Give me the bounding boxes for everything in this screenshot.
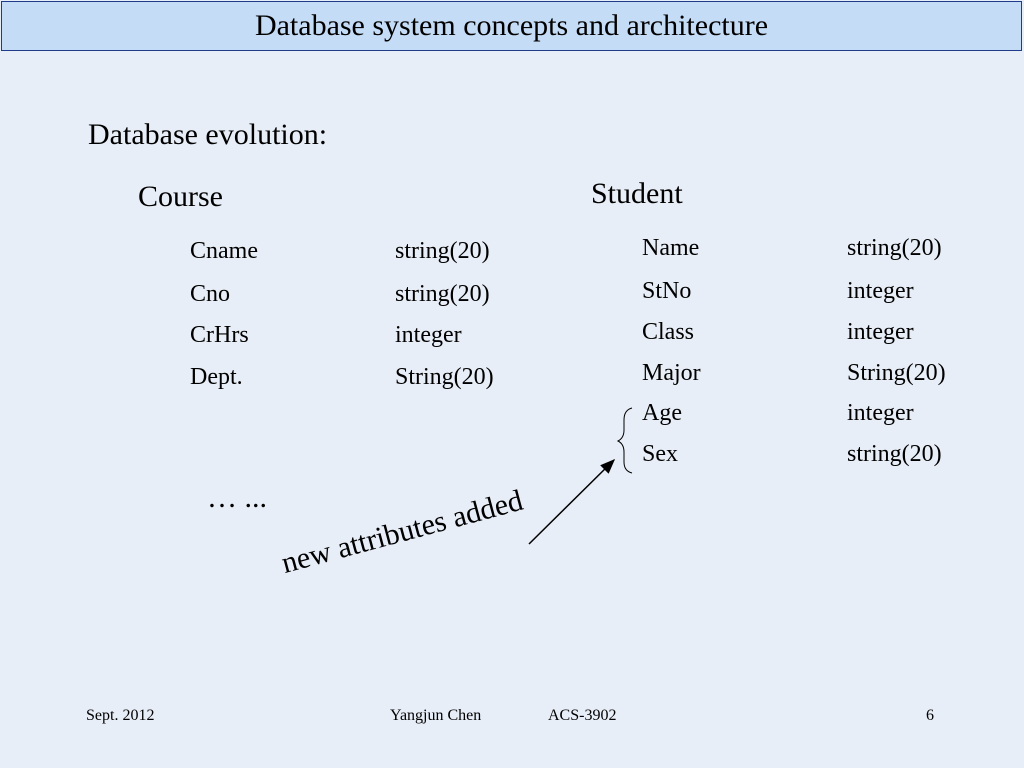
- course-attr-name: CrHrs: [190, 322, 249, 348]
- student-attr-type: integer: [847, 319, 914, 345]
- ellipsis: … ...: [207, 481, 267, 514]
- student-attr-name: Sex: [642, 441, 678, 467]
- section-heading: Database evolution:: [88, 118, 328, 151]
- course-attr-name: Cname: [190, 238, 258, 264]
- footer-date: Sept. 2012: [86, 707, 155, 724]
- course-attr-type: String(20): [395, 364, 494, 390]
- student-attr-type: string(20): [847, 235, 942, 261]
- student-attr-name: Age: [642, 400, 682, 426]
- course-table-title: Course: [138, 180, 223, 213]
- footer-author: Yangjun Chen: [390, 707, 482, 724]
- course-attr-type: string(20): [395, 281, 490, 307]
- footer-course-code: ACS-3902: [548, 707, 617, 724]
- student-attr-name: Name: [642, 235, 700, 261]
- arrow-line: [528, 458, 616, 545]
- student-attr-name: Major: [642, 360, 701, 386]
- student-attr-type: string(20): [847, 441, 942, 467]
- course-attr-name: Dept.: [190, 364, 243, 390]
- footer-page-number: 6: [926, 707, 934, 724]
- student-table-title: Student: [591, 177, 683, 210]
- student-attr-name: Class: [642, 319, 695, 345]
- course-attr-type: integer: [395, 322, 462, 348]
- student-attr-type: integer: [847, 278, 914, 304]
- student-attr-type: integer: [847, 400, 914, 426]
- student-attr-name: StNo: [642, 278, 692, 304]
- left-brace: [616, 407, 633, 474]
- course-attr-type: string(20): [395, 238, 490, 264]
- student-attr-type: String(20): [847, 360, 946, 386]
- slide-title: Database system concepts and architectur…: [254, 9, 769, 42]
- course-attr-name: Cno: [190, 281, 231, 307]
- slide-title-bar: Database system concepts and architectur…: [1, 1, 1022, 51]
